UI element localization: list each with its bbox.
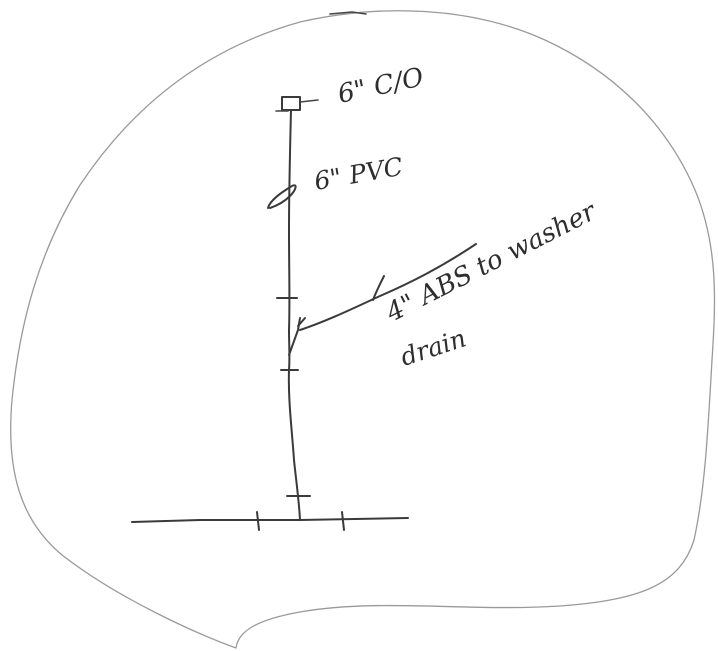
bottom-fitting-right [341, 511, 345, 531]
cleanout-symbol [281, 96, 301, 111]
top-scribble [329, 11, 367, 15]
bottom-fitting-left [256, 511, 260, 531]
main-vertical-pipe [287, 109, 301, 521]
branch-label-line2: drain [397, 323, 470, 371]
cleanout-leader [275, 99, 319, 112]
wye-branch [288, 317, 301, 356]
pipe-main-label: 6" PVC [312, 152, 405, 196]
pipe-hash-mark [267, 184, 297, 209]
branch-label-line1: 4" ABS to washer [381, 196, 603, 329]
bottom-horizontal-pipe [131, 517, 409, 523]
branch-hash-mark [372, 275, 385, 301]
wye-tick [297, 317, 306, 327]
branch-line [299, 243, 477, 331]
sketch-boundary [10, 10, 716, 649]
cleanout-label: 6" C/O [335, 62, 426, 109]
